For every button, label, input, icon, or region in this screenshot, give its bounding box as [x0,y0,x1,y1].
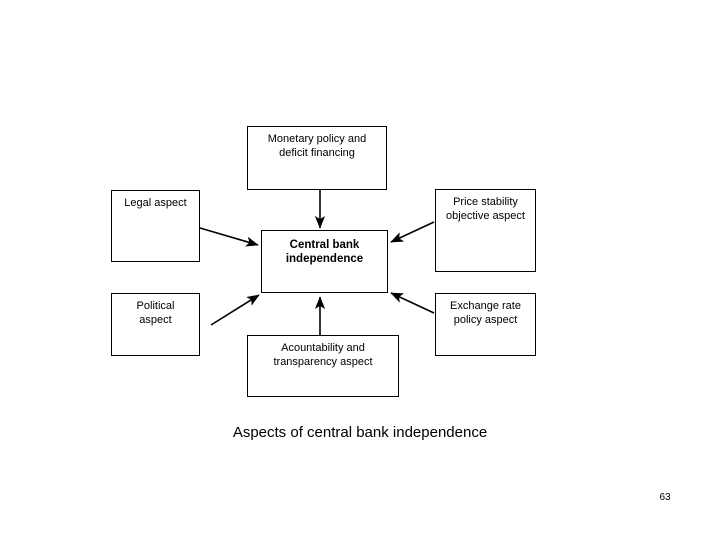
node-political-aspect-label: Political aspect [136,300,175,326]
node-accountability-aspect-label: Acountability and transparency aspect [273,342,373,368]
node-monetary-policy[interactable]: Monetary policy and deficit financing [247,126,387,190]
diagram-caption: Aspects of central bank independence [232,424,488,441]
node-price-stability-aspect[interactable]: Price stability objective aspect [435,189,536,272]
arrow-legal-to-center [199,227,259,247]
node-political-aspect[interactable]: Political aspect [111,293,200,356]
node-monetary-policy-label: Monetary policy and deficit financing [267,133,367,159]
node-exchange-rate-aspect[interactable]: Exchange rate policy aspect [435,293,536,356]
node-accountability-aspect[interactable]: Acountability and transparency aspect [247,335,399,397]
arrow-price-to-center [390,221,435,243]
node-central-bank-independence[interactable]: Central bank independence [261,230,388,293]
node-legal-aspect-label: Legal aspect [124,197,187,209]
node-price-stability-aspect-label: Price stability objective aspect [446,196,525,222]
page-number: 63 [659,492,671,503]
arrow-exchange-to-center [390,292,435,314]
arrow-political-to-center [210,294,260,326]
node-legal-aspect[interactable]: Legal aspect [111,190,200,262]
node-central-bank-independence-label: Central bank independence [285,239,364,266]
node-exchange-rate-aspect-label: Exchange rate policy aspect [450,300,521,326]
